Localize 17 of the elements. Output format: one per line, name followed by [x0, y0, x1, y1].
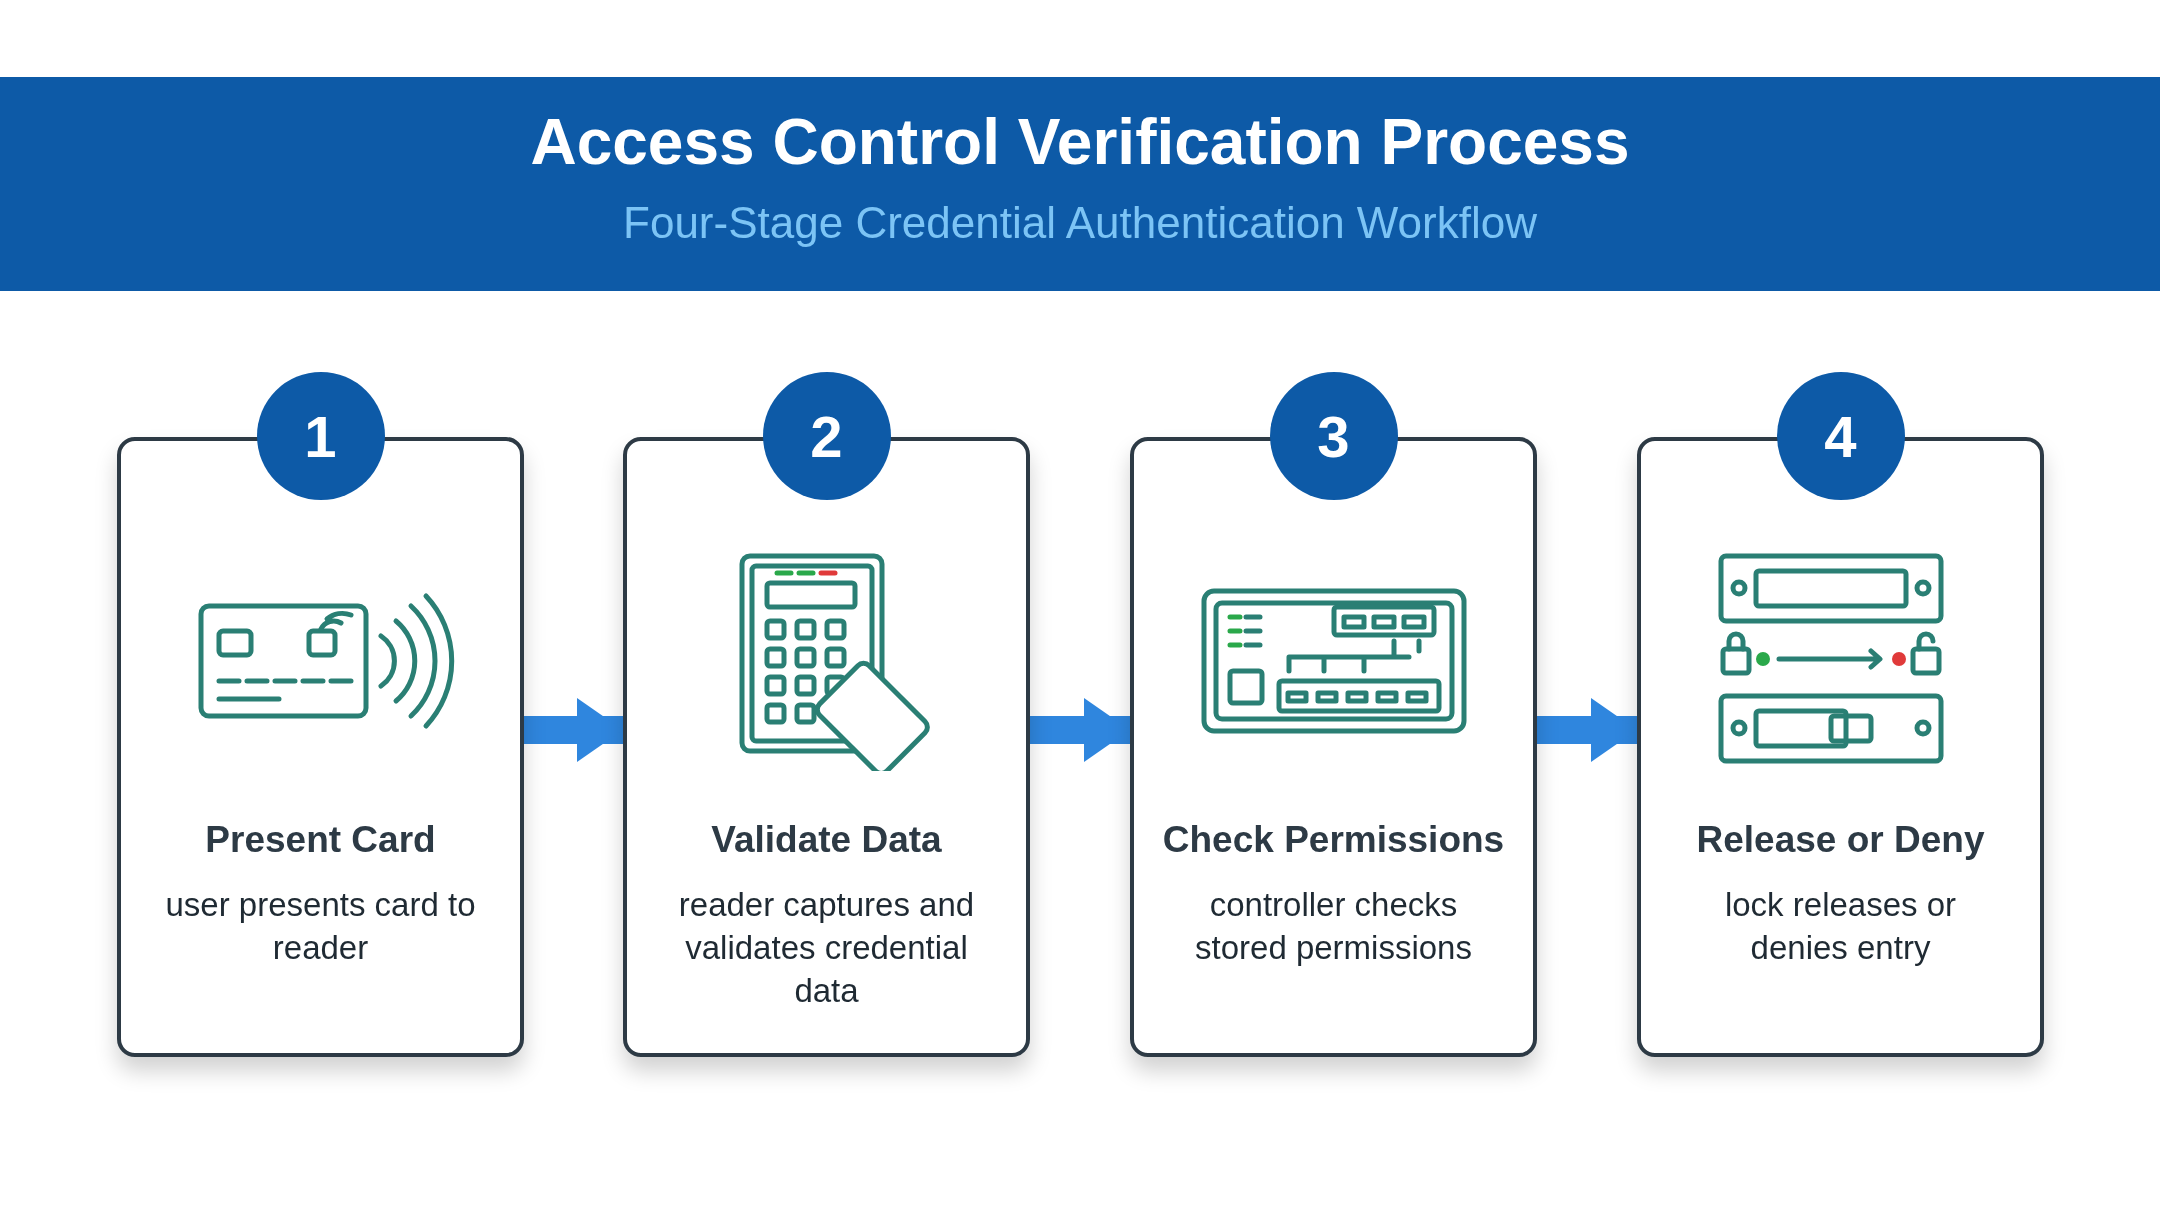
step-description: controller checks stored permissions: [1194, 885, 1473, 968]
step-heading: Check Permissions: [1161, 819, 1506, 861]
step-number-badge: 4: [1776, 372, 1905, 500]
step-number-badge: 3: [1269, 372, 1398, 500]
arrow: [1030, 698, 1130, 762]
step-heading: Release or Deny: [1695, 819, 1986, 861]
step-number-badge: 1: [256, 372, 385, 500]
step-description: lock releases or denies entry: [1723, 885, 1958, 968]
step-heading: Present Card: [204, 819, 437, 861]
arrow: [524, 698, 623, 762]
step-number-badge: 2: [762, 372, 891, 500]
step-heading: Validate Data: [710, 819, 943, 861]
subtitle: Four-Stage Credential Authentication Workflow: [622, 198, 1538, 248]
arrow: [1537, 698, 1637, 762]
title: Access Control Verification Process: [529, 105, 1631, 179]
step-description: user presents card to reader: [164, 885, 477, 968]
step-description: reader captures and validates credential data: [677, 885, 976, 1011]
